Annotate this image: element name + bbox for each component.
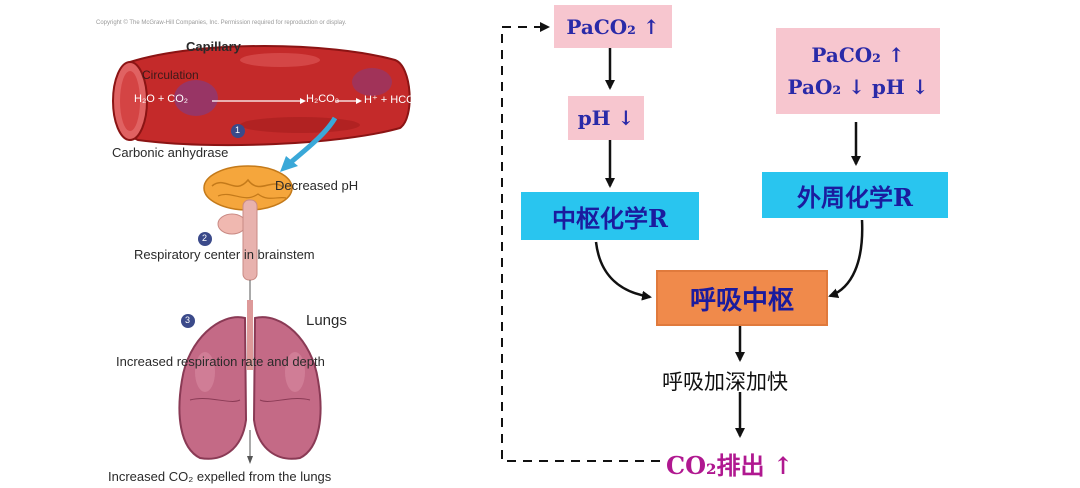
respiratory-center-label: Respiratory center in brainstem [134, 247, 315, 262]
peripheral-trigger-box: PaCO₂ ↑ PaO₂ ↓ pH ↓ [776, 28, 940, 114]
co2-expelled-result: CO₂排出 ↑ [666, 451, 793, 480]
lungs [178, 300, 322, 460]
step-1-number: 1 [235, 125, 241, 135]
brain [203, 165, 293, 281]
copyright-notice: Copyright © The McGraw-Hill Companies, I… [96, 20, 347, 26]
increased-rate-label: Increased respiration rate and depth [116, 354, 325, 369]
physiology-illustration [112, 45, 411, 464]
paco2-up-box: PaCO₂ ↑ [554, 5, 672, 48]
carbonic-anhydrase-label: Carbonic anhydrase [112, 145, 229, 160]
step-3-badge [181, 314, 195, 328]
step-2-badge [198, 232, 212, 246]
lungs-label: Lungs [306, 312, 347, 329]
peripheral-chemoreceptor-box: 外周化学R [762, 172, 948, 218]
co2-expelled-label: Increased CO₂ expelled from the lungs [108, 469, 332, 484]
step-3-number: 3 [185, 315, 191, 325]
blue-arrow [288, 116, 338, 165]
ph-down-box: pH ↓ [568, 96, 644, 140]
respiratory-center-box: 呼吸中枢 [656, 270, 828, 326]
feedback-loop [501, 22, 660, 462]
peripheral-trigger-line2: PaO₂ ↓ pH ↓ [787, 75, 929, 99]
central-chemoreceptor-box: 中枢化学R [521, 192, 699, 240]
circulation-label: Circulation [142, 68, 199, 82]
step-2-number: 2 [202, 233, 208, 243]
reaction-left: H₂O + CO₂ [134, 93, 189, 105]
step-1-badge [231, 124, 245, 138]
decreased-ph-label: Decreased pH [275, 178, 359, 193]
peripheral-trigger-line1: PaCO₂ ↑ [811, 43, 905, 67]
reaction-right: H⁺ + HCO₃⁻ [364, 94, 426, 106]
reaction-middle: H₂CO₃ [306, 93, 340, 105]
breathing-faster-label: 呼吸加深加快 [662, 370, 788, 394]
capillary-label: Capillary [186, 39, 241, 54]
